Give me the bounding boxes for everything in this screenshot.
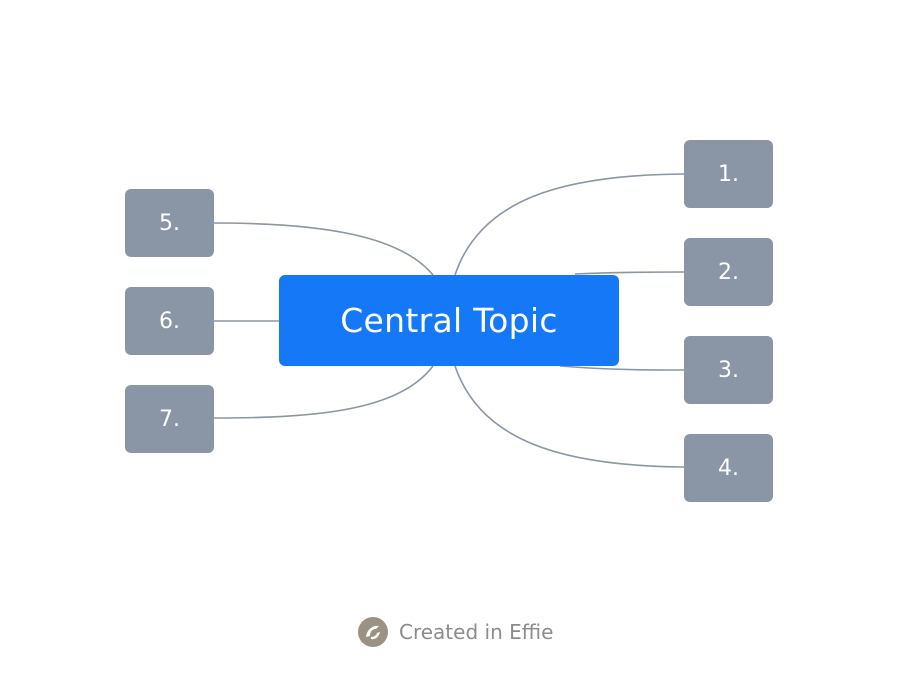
footer-text: Created in Effie xyxy=(399,620,554,644)
branch-label: 6. xyxy=(159,308,180,334)
branch-label: 2. xyxy=(718,259,739,285)
created-in-effie-footer: Created in Effie xyxy=(357,615,553,649)
connector-5 xyxy=(213,222,434,276)
branch-node-1[interactable]: 1. xyxy=(684,140,773,208)
connector-2 xyxy=(574,271,685,275)
connector-7 xyxy=(213,365,434,419)
branch-node-5[interactable]: 5. xyxy=(125,189,214,257)
branch-label: 5. xyxy=(159,210,180,236)
branch-label: 3. xyxy=(718,357,739,383)
branch-node-2[interactable]: 2. xyxy=(684,238,773,306)
connector-4 xyxy=(454,365,685,468)
branch-node-7[interactable]: 7. xyxy=(125,385,214,453)
branch-label: 4. xyxy=(718,455,739,481)
connector-1 xyxy=(454,173,685,276)
connector-3 xyxy=(559,365,685,371)
branch-node-4[interactable]: 4. xyxy=(684,434,773,502)
branch-node-6[interactable]: 6. xyxy=(125,287,214,355)
branch-label: 7. xyxy=(159,406,180,432)
effie-logo-icon xyxy=(358,617,388,647)
branch-label: 1. xyxy=(718,161,739,187)
branch-node-3[interactable]: 3. xyxy=(684,336,773,404)
central-topic-node[interactable]: Central Topic xyxy=(279,275,619,366)
central-topic-label: Central Topic xyxy=(340,301,558,340)
